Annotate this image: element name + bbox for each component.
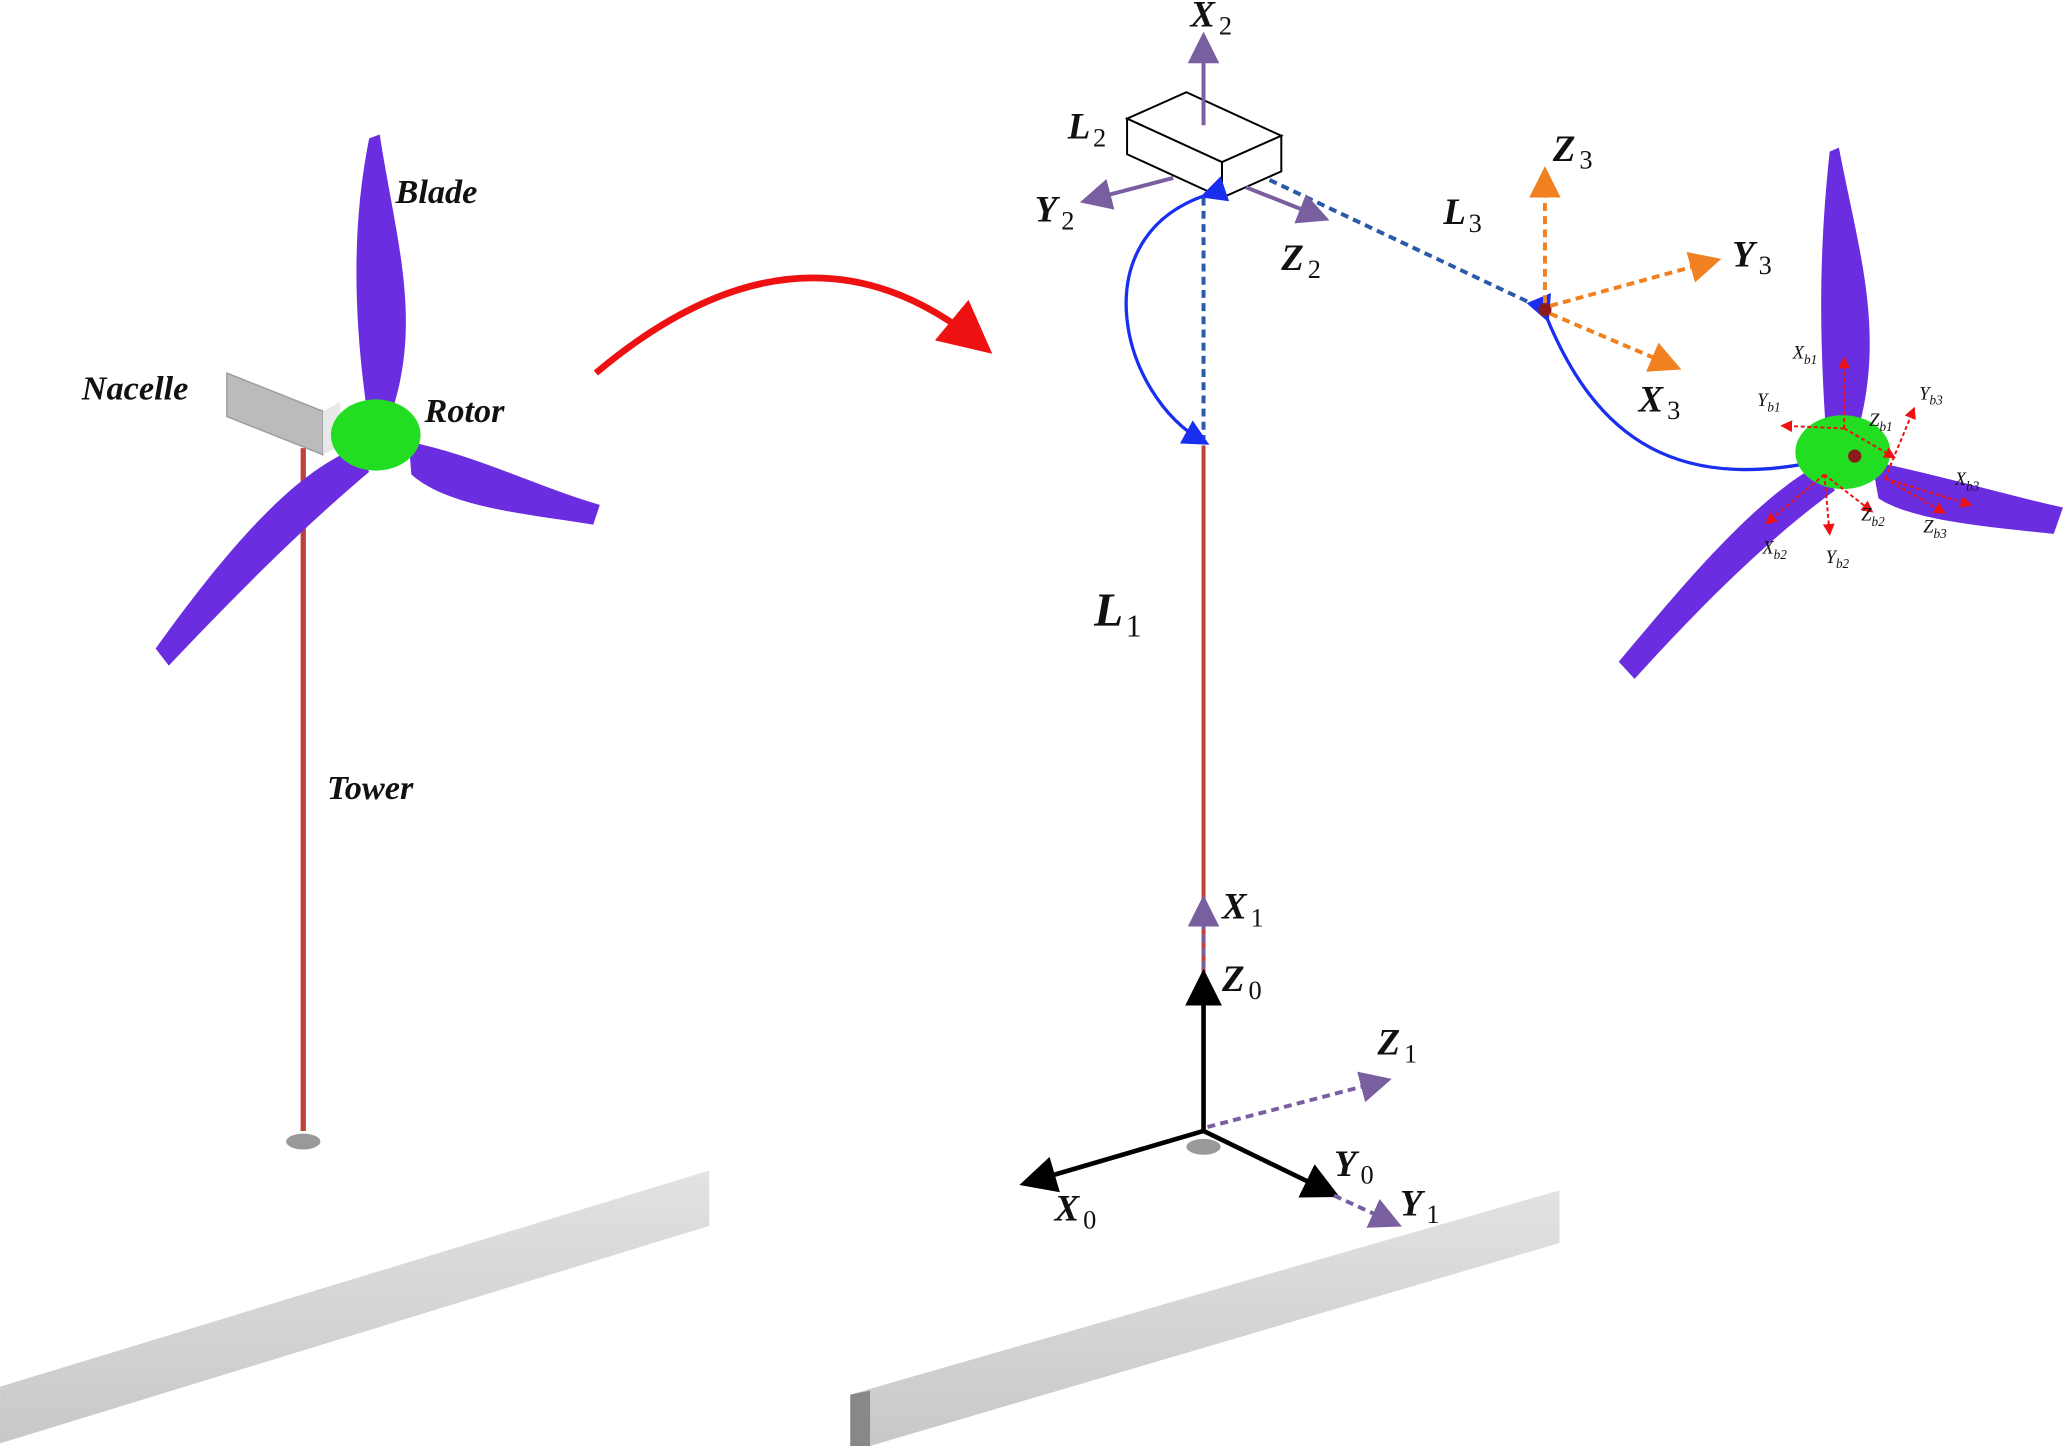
- axis-Yb2: [1822, 474, 1835, 536]
- label-Zb2: Zb2: [1861, 505, 1885, 529]
- blade-2: [1618, 463, 1835, 679]
- label-rotor: Rotor: [424, 392, 506, 430]
- link-L3-dashed: [1244, 166, 1546, 312]
- label-Xb2: Xb2: [1761, 538, 1787, 562]
- axis-Y3: [1549, 252, 1722, 308]
- hub: [1795, 415, 1891, 490]
- transform-arrow: [593, 274, 993, 376]
- label-Zb1: Zb1: [1869, 410, 1892, 434]
- nacelle: [226, 372, 324, 456]
- label-Xb3: Xb3: [1954, 469, 1980, 493]
- tower-base: [286, 1133, 321, 1150]
- axis-X0: [1019, 1128, 1205, 1193]
- label-Yb1: Yb1: [1757, 390, 1780, 414]
- axis-Zb2: [1823, 473, 1874, 513]
- axis-Y2: [1079, 176, 1174, 210]
- axis-X3: [1549, 311, 1682, 372]
- label-nacelle: Nacelle: [81, 369, 189, 407]
- label-Zb3: Zb3: [1923, 517, 1947, 541]
- rotation-arc-1: [1124, 176, 1230, 445]
- axis-Z1: [1206, 1071, 1392, 1129]
- axis-Yb3: [1884, 406, 1916, 479]
- right-rotor: Xb1 Yb1 Zb1 Yb3 Xb3 Zb2 Zb3 Xb2 Yb2: [1618, 147, 2063, 679]
- axis-Z2: [1244, 185, 1330, 224]
- blade-frames: [1764, 356, 1973, 536]
- rotor-hub: [330, 399, 421, 471]
- axis-Zb1: [1843, 427, 1896, 459]
- axis-Xb3: [1884, 477, 1973, 508]
- label-Yb3: Yb3: [1919, 383, 1943, 407]
- blade-right: [408, 441, 600, 525]
- axis-Y1: [1333, 1193, 1402, 1228]
- left-turbine: Blade Nacelle Rotor Tower: [81, 134, 600, 1150]
- label-Xb1: Xb1: [1792, 343, 1817, 367]
- ground-right-edge: [850, 1390, 871, 1446]
- model-base: [1186, 1138, 1221, 1155]
- ground-left: [0, 1170, 710, 1444]
- label-tower: Tower: [327, 769, 414, 807]
- blade-up: [356, 134, 406, 409]
- label-Yb2: Yb2: [1826, 547, 1850, 571]
- blade-left: [155, 448, 370, 666]
- blade-3: [1871, 461, 2063, 534]
- ground-right: [850, 1190, 1560, 1446]
- rotation-arc-2: [1526, 293, 1852, 473]
- frame3-origin: [1538, 303, 1552, 317]
- hub-center: [1848, 449, 1862, 463]
- axis-Zb3: [1884, 477, 1947, 514]
- blade-1: [1821, 147, 1870, 429]
- axis-Yb1: [1780, 420, 1845, 433]
- axis-Y0: [1202, 1128, 1340, 1198]
- label-blade: Blade: [395, 173, 478, 211]
- axis-Xb2: [1764, 473, 1826, 525]
